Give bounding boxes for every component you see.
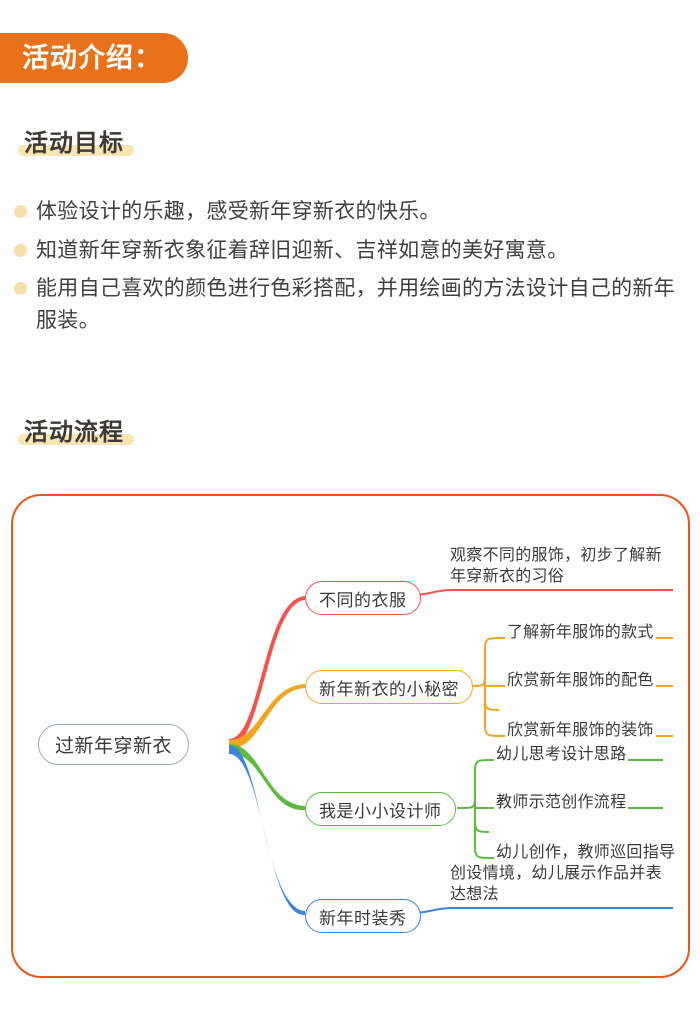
goal-text: 体验设计的乐趣，感受新年穿新衣的快乐。	[36, 200, 441, 223]
goal-text: 知道新年穿新衣象征着辞旧迎新、吉祥如意的美好寓意。	[36, 238, 569, 262]
connector-branch-4	[229, 745, 305, 916]
heading-highlight-bar	[18, 145, 134, 157]
bullet-dot-icon	[14, 243, 27, 257]
list-item: 能用自己喜欢的颜色进行色彩搭配，并用绘画的方法设计自己的新年服装。	[14, 273, 686, 336]
mindmap-leaf-2-2: 欣赏新年服饰的装饰	[505, 720, 656, 742]
connector-branch-1	[229, 596, 305, 748]
mindmap-branch-label-4: 新年时装秀	[319, 908, 407, 928]
list-item: 知道新年穿新衣象征着辞旧迎新、吉祥如意的美好寓意。	[14, 235, 686, 267]
heading-flow-label: 活动流程	[24, 419, 124, 446]
mindmap-leaf-3-2: 幼儿创作，教师巡回指导	[494, 842, 678, 864]
mindmap-branch-node-3[interactable]: 我是小小设计师	[305, 792, 456, 826]
mindmap-leaf-1-0: 观察不同的服饰，初步了解新 年穿新衣的习俗	[448, 545, 687, 588]
mindmap-branch-label-2: 新年新衣的小秘密	[319, 679, 459, 699]
page-title-pill: 活动介绍：	[0, 33, 188, 83]
leaf-connector-4-0	[410, 907, 673, 914]
mindmap-branch-label-1: 不同的衣服	[319, 590, 407, 610]
mindmap-leaf-4-0: 创设情境，幼儿展示作品并表 达想法	[448, 863, 687, 906]
mindmap-branch-node-2[interactable]: 新年新衣的小秘密	[305, 670, 473, 704]
mindmap-root-node[interactable]: 过新年穿新衣	[38, 724, 190, 765]
leaf-connector-1-0	[410, 589, 673, 596]
bullet-dot-icon	[14, 282, 27, 295]
mindmap-branch-label-3: 我是小小设计师	[319, 801, 442, 821]
leaf-connector-3-bracket	[457, 759, 490, 859]
section-heading-goals: 活动目标	[18, 130, 134, 157]
section-heading-flow: 活动流程	[18, 419, 134, 446]
mindmap-leaf-2-1: 欣赏新年服饰的配色	[505, 670, 656, 692]
mindmap-branch-node-1[interactable]: 不同的衣服	[305, 581, 421, 615]
mindmap-canvas: 过新年穿新衣 不同的衣服 新年新衣的小秘密 我是小小设计师 新年时装秀 观察不同…	[13, 496, 688, 976]
mindmap-leaf-3-1: 教师示范创作流程	[494, 792, 629, 814]
list-item: 体验设计的乐趣，感受新年穿新衣的快乐。	[14, 196, 686, 228]
bullet-dot-icon	[14, 205, 27, 218]
goal-text: 能用自己喜欢的颜色进行色彩搭配，并用绘画的方法设计自己的新年服装。	[36, 277, 675, 332]
mindmap-container: 过新年穿新衣 不同的衣服 新年新衣的小秘密 我是小小设计师 新年时装秀 观察不同…	[11, 494, 690, 978]
mindmap-leaf-3-0: 幼儿思考设计思路	[494, 744, 629, 766]
mindmap-branch-node-4[interactable]: 新年时装秀	[305, 899, 421, 933]
connector-branch-2	[229, 684, 305, 749]
page-title: 活动介绍：	[22, 42, 162, 73]
heading-highlight-bar	[18, 434, 134, 446]
heading-goals-label: 活动目标	[24, 130, 124, 157]
leaf-connector-2-bracket	[465, 637, 500, 737]
mindmap-leaf-2-0: 了解新年服饰的款式	[505, 622, 656, 644]
mindmap-root-label: 过新年穿新衣	[55, 736, 173, 757]
goals-list: 体验设计的乐趣，感受新年穿新衣的快乐。 知道新年穿新衣象征着辞旧迎新、吉祥如意的…	[14, 196, 686, 343]
